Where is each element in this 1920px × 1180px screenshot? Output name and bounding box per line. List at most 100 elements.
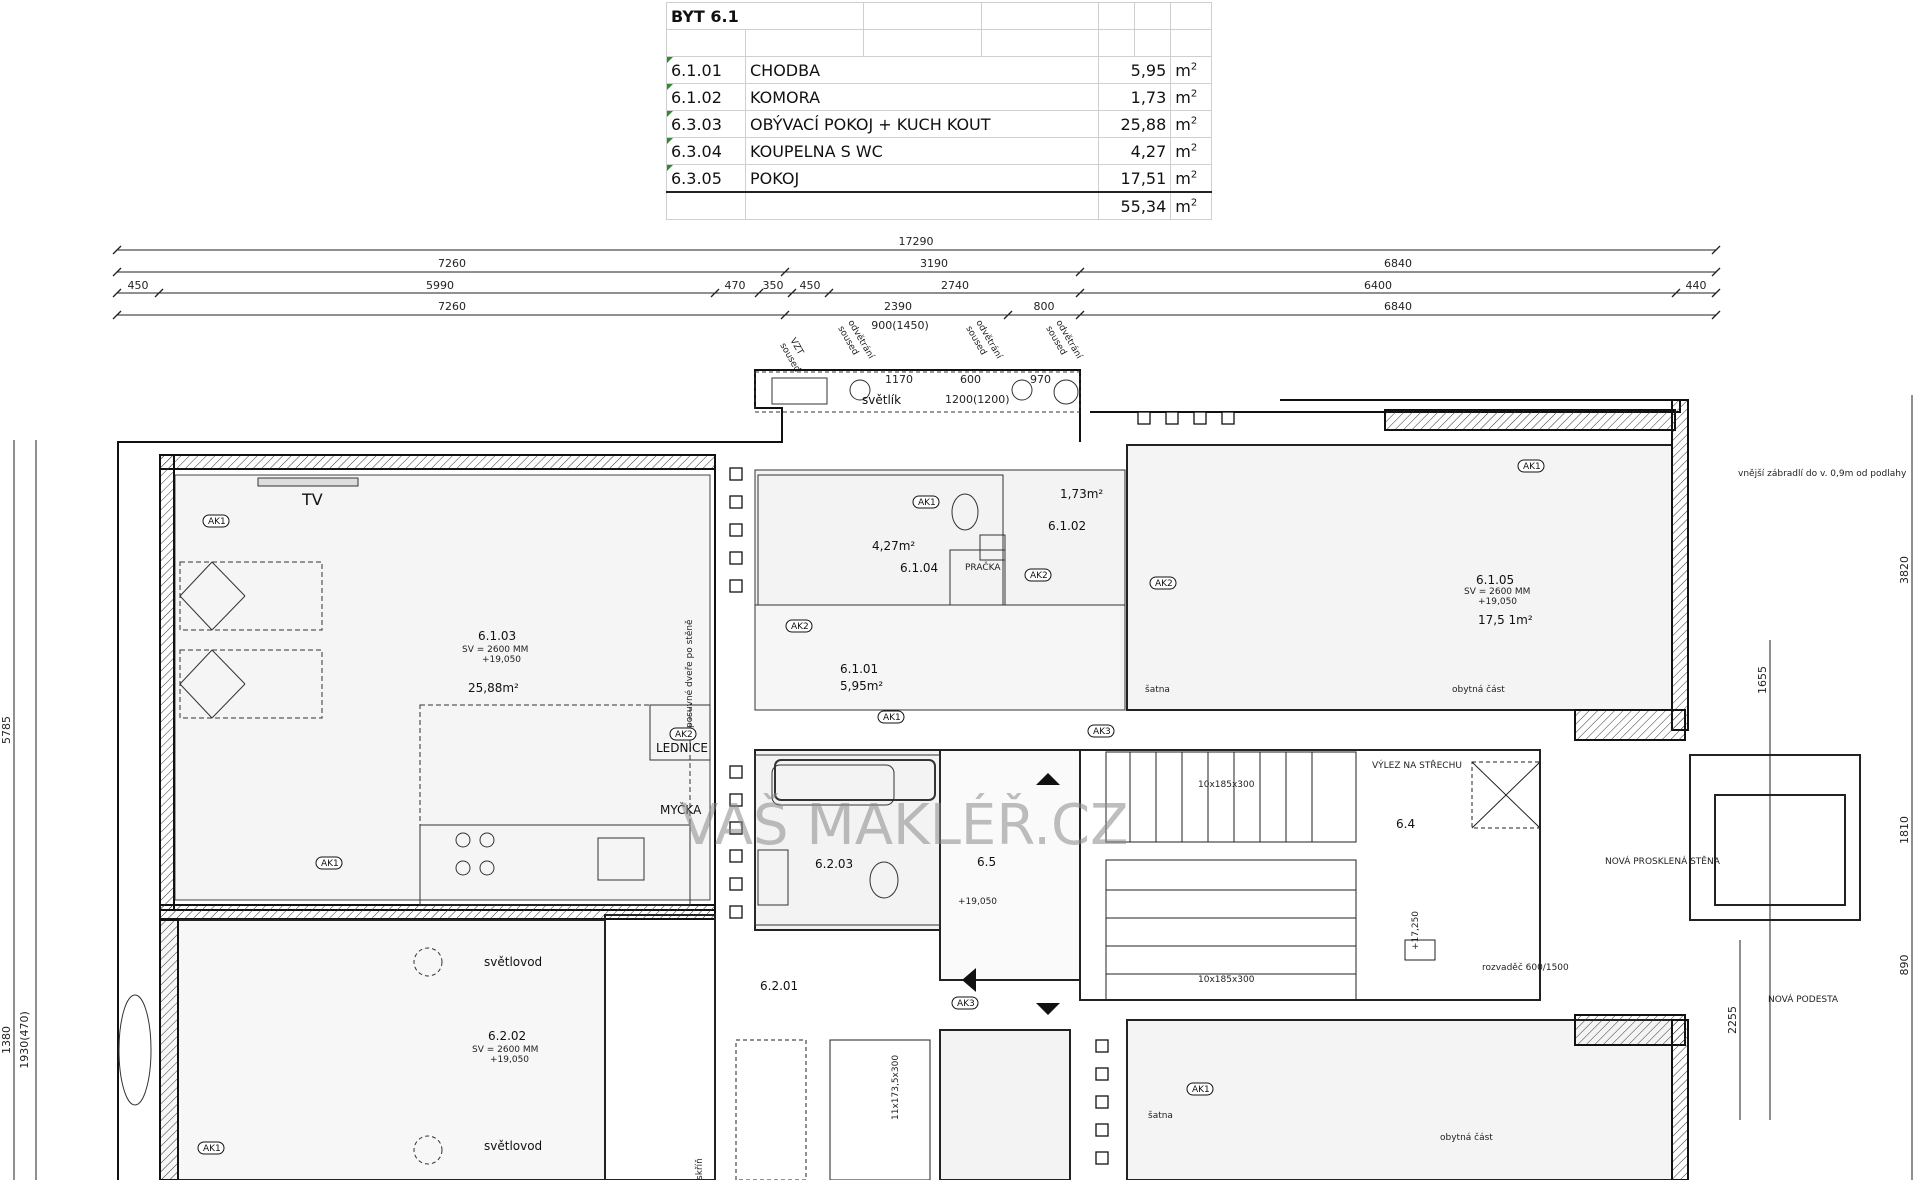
svg-text:AK1: AK1 [883, 713, 901, 723]
svg-text:AK1: AK1 [321, 859, 339, 869]
svg-text:7260: 7260 [438, 300, 466, 313]
svg-text:2390: 2390 [884, 300, 912, 313]
svg-text:LEDNICE: LEDNICE [656, 741, 708, 755]
svg-text:VÝLEZ NA STŘECHU: VÝLEZ NA STŘECHU [1372, 759, 1462, 771]
svg-text:MYČKA: MYČKA [660, 802, 702, 817]
svg-text:1170: 1170 [885, 373, 913, 386]
svg-text:1380: 1380 [0, 1026, 13, 1054]
svg-text:rozvaděč 600/1500: rozvaděč 600/1500 [1482, 962, 1569, 973]
svg-text:světlovod: světlovod [484, 1139, 542, 1153]
area-table: BYT 6.1 6.1.01 CHODBA 5,95 m2 6.1.02 KOM… [666, 2, 1212, 220]
svg-text:440: 440 [1686, 279, 1707, 292]
svg-text:AK1: AK1 [1192, 1085, 1210, 1095]
svg-text:800: 800 [1034, 300, 1055, 313]
living-area: 25,88m² [468, 681, 519, 695]
svg-text:450: 450 [128, 279, 149, 292]
total-area: 55,34 [1098, 191, 1172, 220]
svg-text:1655: 1655 [1756, 666, 1769, 694]
svg-text:1,73m²: 1,73m² [1060, 487, 1103, 501]
ak-tags [197, 459, 1545, 1155]
svg-text:5785: 5785 [0, 716, 13, 744]
table-row: 6.3.05 POKOJ 17,51 m2 [666, 164, 1212, 193]
svg-text:AK1: AK1 [1523, 462, 1541, 472]
svg-text:10x185x300: 10x185x300 [1198, 975, 1255, 985]
svg-text:+19,050: +19,050 [1478, 597, 1517, 607]
table-row: 6.3.04 KOUPELNA S WC 4,27 m2 [666, 137, 1212, 165]
vertical-dims [13, 395, 1913, 1180]
svg-text:6.1.05: 6.1.05 [1476, 573, 1514, 587]
svg-text:6.2.03: 6.2.03 [815, 857, 853, 871]
living-furniture [179, 477, 711, 906]
vent-squares [729, 411, 1235, 1165]
svg-text:šatna: šatna [1145, 684, 1170, 695]
svg-text:vnější zábradlí do v. 0,9m od: vnější zábradlí do v. 0,9m od podlahy [1738, 468, 1907, 479]
svg-text:6.1.03: 6.1.03 [478, 629, 516, 643]
svg-text:1810: 1810 [1898, 816, 1911, 844]
svg-text:6400: 6400 [1364, 279, 1392, 292]
svg-text:10x185x300: 10x185x300 [1198, 780, 1255, 790]
svg-text:AK3: AK3 [1093, 727, 1111, 737]
svg-text:4,27m²: 4,27m² [872, 539, 915, 553]
svg-text:AK1: AK1 [208, 517, 226, 527]
svg-text:1930(470): 1930(470) [18, 1011, 31, 1069]
svg-text:NOVÁ PROSKLENÁ STĚNA: NOVÁ PROSKLENÁ STĚNA [1605, 855, 1721, 867]
walls [117, 369, 1861, 1180]
svg-text:350: 350 [763, 279, 784, 292]
svg-text:6.1.02: 6.1.02 [1048, 519, 1086, 533]
watermark: VAŠ MAKLÉŘ.CZ [680, 793, 1129, 858]
svg-text:AK1: AK1 [918, 498, 936, 508]
svg-text:AK2: AK2 [791, 622, 809, 632]
svg-text:3190: 3190 [920, 257, 948, 270]
svg-text:+19,050: +19,050 [490, 1055, 529, 1065]
table-row: 6.1.01 CHODBA 5,95 m2 [666, 56, 1212, 84]
svg-text:+19,050: +19,050 [482, 655, 521, 665]
bathroom [757, 474, 1006, 606]
svg-text:6.1.01: 6.1.01 [840, 662, 878, 676]
svg-text:PRAČKA: PRAČKA [965, 561, 1001, 573]
svg-text:6.2.02: 6.2.02 [488, 1029, 526, 1043]
svg-text:AK1: AK1 [203, 1144, 221, 1154]
svg-text:900(1450): 900(1450) [871, 319, 929, 332]
svg-text:SV = 2600 MM: SV = 2600 MM [462, 645, 528, 655]
svg-text:2255: 2255 [1726, 1006, 1739, 1034]
svg-text:obytná část: obytná část [1440, 1132, 1493, 1143]
svg-text:AK2: AK2 [1155, 579, 1173, 589]
svg-text:NOVÁ PODESTA: NOVÁ PODESTA [1768, 993, 1839, 1005]
svg-text:2740: 2740 [941, 279, 969, 292]
svg-text:890: 890 [1898, 955, 1911, 976]
svg-text:6840: 6840 [1384, 257, 1412, 270]
dim-overall: 17290 [899, 235, 934, 248]
ak-tag-labels: AK1 AK1 AK1 AK1 AK2 AK2 AK3 AK3 AK2 AK1 … [203, 462, 1541, 1154]
dimension-lines [112, 245, 1721, 320]
svg-text:obytná část: obytná část [1452, 684, 1505, 695]
svg-text:5990: 5990 [426, 279, 454, 292]
svg-text:AK2: AK2 [675, 730, 693, 740]
table-row: 6.3.03 OBÝVACÍ POKOJ + KUCH KOUT 25,88 m… [666, 110, 1212, 138]
svg-text:světlík: světlík [862, 393, 901, 407]
light-well [754, 371, 1081, 413]
svg-text:600: 600 [960, 373, 981, 386]
svg-text:šatna: šatna [1148, 1110, 1173, 1121]
svg-text:970: 970 [1030, 373, 1051, 386]
svg-text:AK3: AK3 [957, 999, 975, 1009]
svg-text:6840: 6840 [1384, 300, 1412, 313]
svg-text:AK2: AK2 [1030, 571, 1048, 581]
service-labels: VZT soused odvětrání soused odvětrání so… [777, 319, 1083, 375]
room-602-fixtures [118, 947, 443, 1165]
table-total-row: 55,34 m2 [666, 191, 1212, 220]
tv-label: TV [301, 490, 323, 509]
svg-text:+17,250: +17,250 [1411, 911, 1421, 950]
svg-text:6.5: 6.5 [977, 855, 996, 869]
svg-text:1200(1200): 1200(1200) [945, 393, 1010, 406]
svg-text:SV = 2600 MM: SV = 2600 MM [1464, 587, 1530, 597]
svg-text:posuvné dveře po stěně: posuvné dveře po stěně [684, 619, 695, 728]
svg-text:SV = 2600 MM: SV = 2600 MM [472, 1045, 538, 1055]
svg-text:7260: 7260 [438, 257, 466, 270]
stair-core [735, 751, 1541, 1180]
svg-text:světlovod: světlovod [484, 955, 542, 969]
svg-text:skříň: skříň [694, 1158, 705, 1180]
svg-text:6.1.04: 6.1.04 [900, 561, 938, 575]
svg-text:470: 470 [725, 279, 746, 292]
table-header: BYT 6.1 [666, 2, 864, 30]
bedroom-area: 17,5 1m² [1478, 613, 1533, 627]
